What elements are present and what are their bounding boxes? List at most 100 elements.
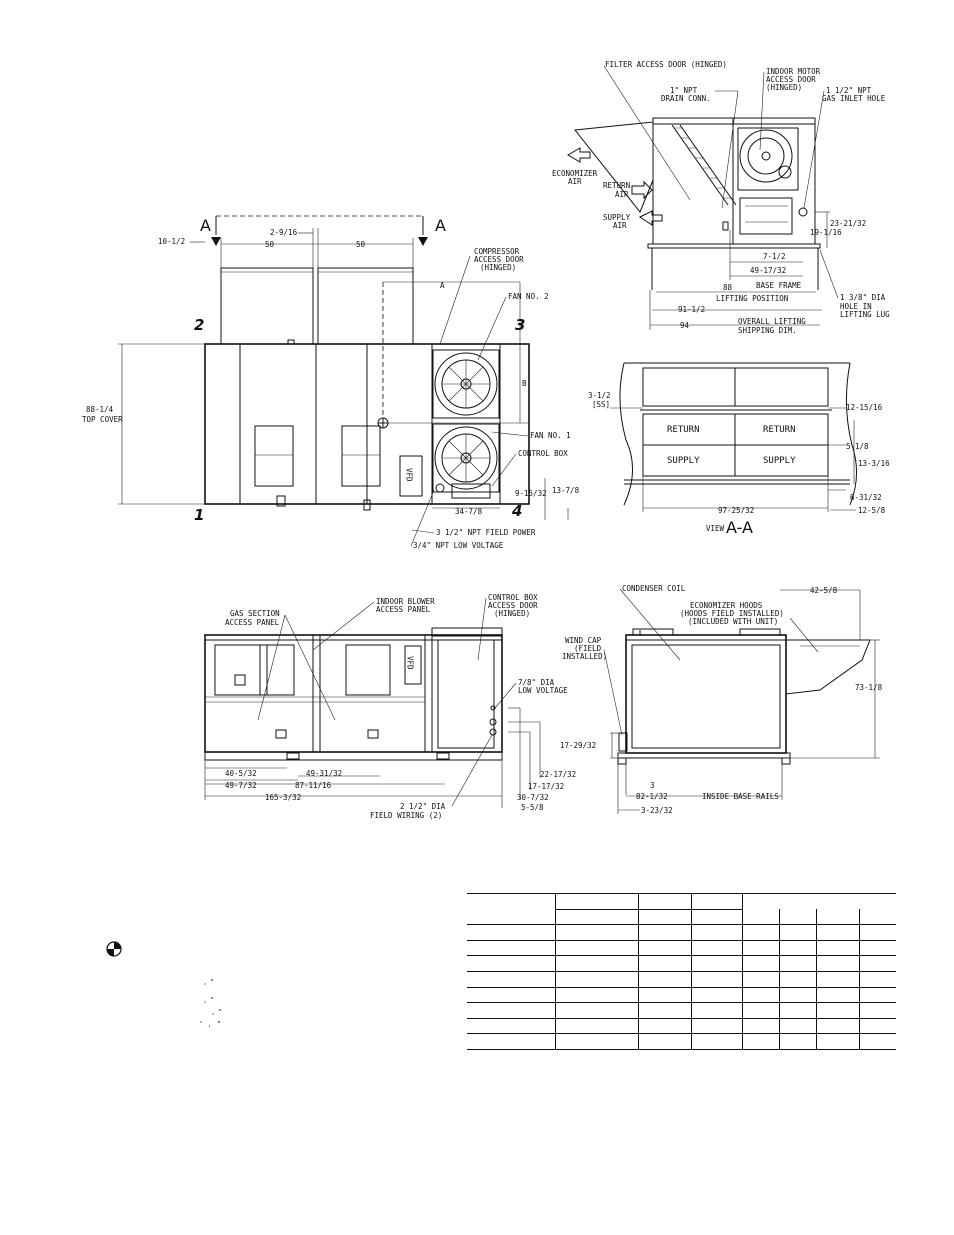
- callout-gas-inlet-l1: 1 1/2" NPT: [826, 86, 872, 95]
- dim-17-17-32: 17-17/32: [528, 782, 564, 791]
- callout-return-air-l2: AIR: [615, 190, 629, 199]
- dim-B: B: [522, 379, 527, 388]
- callout-compressor-l2: ACCESS DOOR: [474, 255, 524, 264]
- callout-compressor-l1: COMPRESSOR: [474, 247, 520, 256]
- table-row: [467, 924, 896, 941]
- callout-drain-l1: 1" NPT: [670, 86, 698, 95]
- callout-hoods-l2: (HOODS FIELD INSTALLED): [680, 609, 784, 618]
- faint-mark-1: , ": [204, 978, 214, 986]
- panel-return-right: RETURN: [763, 425, 796, 435]
- callout-fw-l1: 2 1/2" DIA: [400, 802, 446, 811]
- center-of-gravity-icon: [106, 941, 122, 957]
- vfd-label-top: VFD: [405, 468, 414, 482]
- dim-6-31-32: 6-31/32: [850, 493, 882, 502]
- callout-blower-l1: INDOOR BLOWER: [376, 597, 435, 606]
- dim-50-a: 50: [265, 240, 275, 249]
- dim-49-7-32: 49-7/32: [225, 781, 257, 790]
- dim-2-9-16: 2-9/16: [270, 228, 298, 237]
- dim-5-1-8: 5-1/8: [846, 442, 869, 451]
- dim-7-1-2: 7-1/2: [763, 252, 786, 261]
- dim-3-1-2: 3-1/2: [588, 391, 611, 400]
- dim-inside-rails: INSIDE BASE RAILS: [702, 792, 779, 801]
- callout-lv-l1: 7/8" DIA: [518, 678, 555, 687]
- fan-1-graphic: [432, 423, 500, 493]
- dim-overall-lifting: OVERALL LIFTING: [738, 317, 806, 326]
- end-view: ECONOMIZER AIR RETURN AIR SUPPLY AIR FIL…: [552, 60, 890, 335]
- dim-87-11-16: 87-11/16: [295, 781, 332, 790]
- dim-165-3-32: 165-3/32: [265, 793, 301, 802]
- callout-lv-l2: LOW VOLTAGE: [518, 686, 568, 695]
- dim-88-1-4: 88-1/4: [86, 405, 114, 414]
- callout-filter-door: FILTER ACCESS DOOR (HINGED): [605, 60, 727, 69]
- faint-mark-2: , ": [204, 996, 214, 1004]
- dim-49-31-32: 49-31/32: [306, 769, 342, 778]
- dim-94: 94: [680, 321, 690, 330]
- side-view: CONDENSER COIL ECONOMIZER HOODS (HOODS F…: [560, 584, 883, 815]
- weights-table: [467, 893, 896, 1050]
- section-view-aa: RETURN RETURN SUPPLY SUPPLY 3-1/2 [SS] 1…: [588, 362, 890, 537]
- callout-windcap-l1: WIND CAP: [565, 636, 602, 645]
- dim-9-15-32: 9-15/32: [515, 489, 547, 498]
- callout-ctrl-l2: ACCESS DOOR: [488, 601, 538, 610]
- dim-3-23-32: 3-23/32: [641, 806, 673, 815]
- callout-economizer-air-l1: ECONOMIZER: [552, 169, 598, 178]
- callout-indoor-motor-l3: (HINGED): [766, 83, 802, 92]
- callout-fan-1: FAN NO. 1: [530, 431, 571, 440]
- dim-lifting-position: LIFTING POSITION: [716, 294, 788, 303]
- dim-3: 3: [650, 781, 655, 790]
- callout-indoor-motor-l1: INDOOR MOTOR: [766, 67, 821, 76]
- callout-economizer-air-l2: AIR: [568, 177, 582, 186]
- callout-hoods-l3: (INCLUDED WITH UNIT): [688, 617, 778, 626]
- callout-blower-l2: ACCESS PANEL: [376, 605, 431, 614]
- dim-17-29-32: 17-29/32: [560, 741, 596, 750]
- dim-50-b: 50: [356, 240, 366, 249]
- panel-supply-right: SUPPLY: [763, 456, 796, 466]
- faint-mark-4: ' , ": [200, 1020, 221, 1028]
- view-label: VIEW: [706, 524, 725, 533]
- table-row: [467, 1033, 896, 1050]
- dim-40-5-32: 40-5/32: [225, 769, 257, 778]
- callout-low-voltage: 3/4" NPT LOW VOLTAGE: [413, 541, 504, 550]
- vfd-label-front: VFD: [406, 656, 415, 670]
- panel-return-left: RETURN: [667, 425, 700, 435]
- dim-97-25-32: 97-25/32: [718, 506, 754, 515]
- callout-control-box: CONTROL BOX: [518, 449, 568, 458]
- faint-mark-3: , ": [212, 1008, 222, 1016]
- dim-23-21-32: 23-21/32: [830, 219, 866, 228]
- callout-indoor-motor-l2: ACCESS DOOR: [766, 75, 816, 84]
- dim-34-7-8: 34-7/8: [455, 507, 483, 516]
- dim-91-1-2: 91-1/2: [678, 305, 705, 314]
- dim-19-1-16: 19-1/16: [810, 228, 842, 237]
- section-marker-right: A: [435, 216, 446, 235]
- table-row: [467, 1018, 896, 1035]
- callout-drain-l2: DRAIN CONN.: [661, 94, 711, 103]
- view-name: A-A: [726, 518, 753, 537]
- dim-10-1-2: 10-1/2: [158, 237, 185, 246]
- dim-82-1-32: 82-1/32: [636, 792, 668, 801]
- callout-return-air-l1: RETURN: [603, 181, 630, 190]
- callout-gas-l2: ACCESS PANEL: [225, 618, 280, 627]
- callout-supply-air-l2: AIR: [613, 221, 627, 230]
- top-view: A A 10-1/2 2-9/16 50 50 VFD: [82, 215, 580, 550]
- callout-condenser-coil: CONDENSER COIL: [622, 584, 686, 593]
- dim-base-frame: BASE FRAME: [756, 281, 802, 290]
- callout-hoods-l1: ECONOMIZER HOODS: [690, 601, 763, 610]
- callout-fw-l2: FIELD WIRING (2): [370, 811, 442, 820]
- dim-49-17-32: 49-17/32: [750, 266, 786, 275]
- dim-12-15-16: 12-15/16: [846, 403, 883, 412]
- dim-22-17-32: 22-17/32: [540, 770, 576, 779]
- callout-fan-2: FAN NO. 2: [508, 292, 549, 301]
- panel-supply-left: SUPPLY: [667, 456, 700, 466]
- callout-ctrl-l1: CONTROL BOX: [488, 593, 538, 602]
- callout-lug-l1: 1 3/8" DIA: [840, 293, 886, 302]
- dim-30-7-32: 30-7/32: [517, 793, 549, 802]
- callout-supply-air-l1: SUPPLY: [603, 213, 631, 222]
- dim-shipping: SHIPPING DIM.: [738, 326, 797, 335]
- dim-42-5-8: 42-5/8: [810, 586, 838, 595]
- callout-ctrl-l3: (HINGED): [494, 609, 530, 618]
- corner-1: 1: [194, 506, 204, 524]
- table-row: [467, 1002, 896, 1019]
- dim-73-1-8: 73-1/8: [855, 683, 883, 692]
- dim-13-7-8: 13-7/8: [552, 486, 580, 495]
- callout-compressor-l3: (HINGED): [480, 263, 516, 272]
